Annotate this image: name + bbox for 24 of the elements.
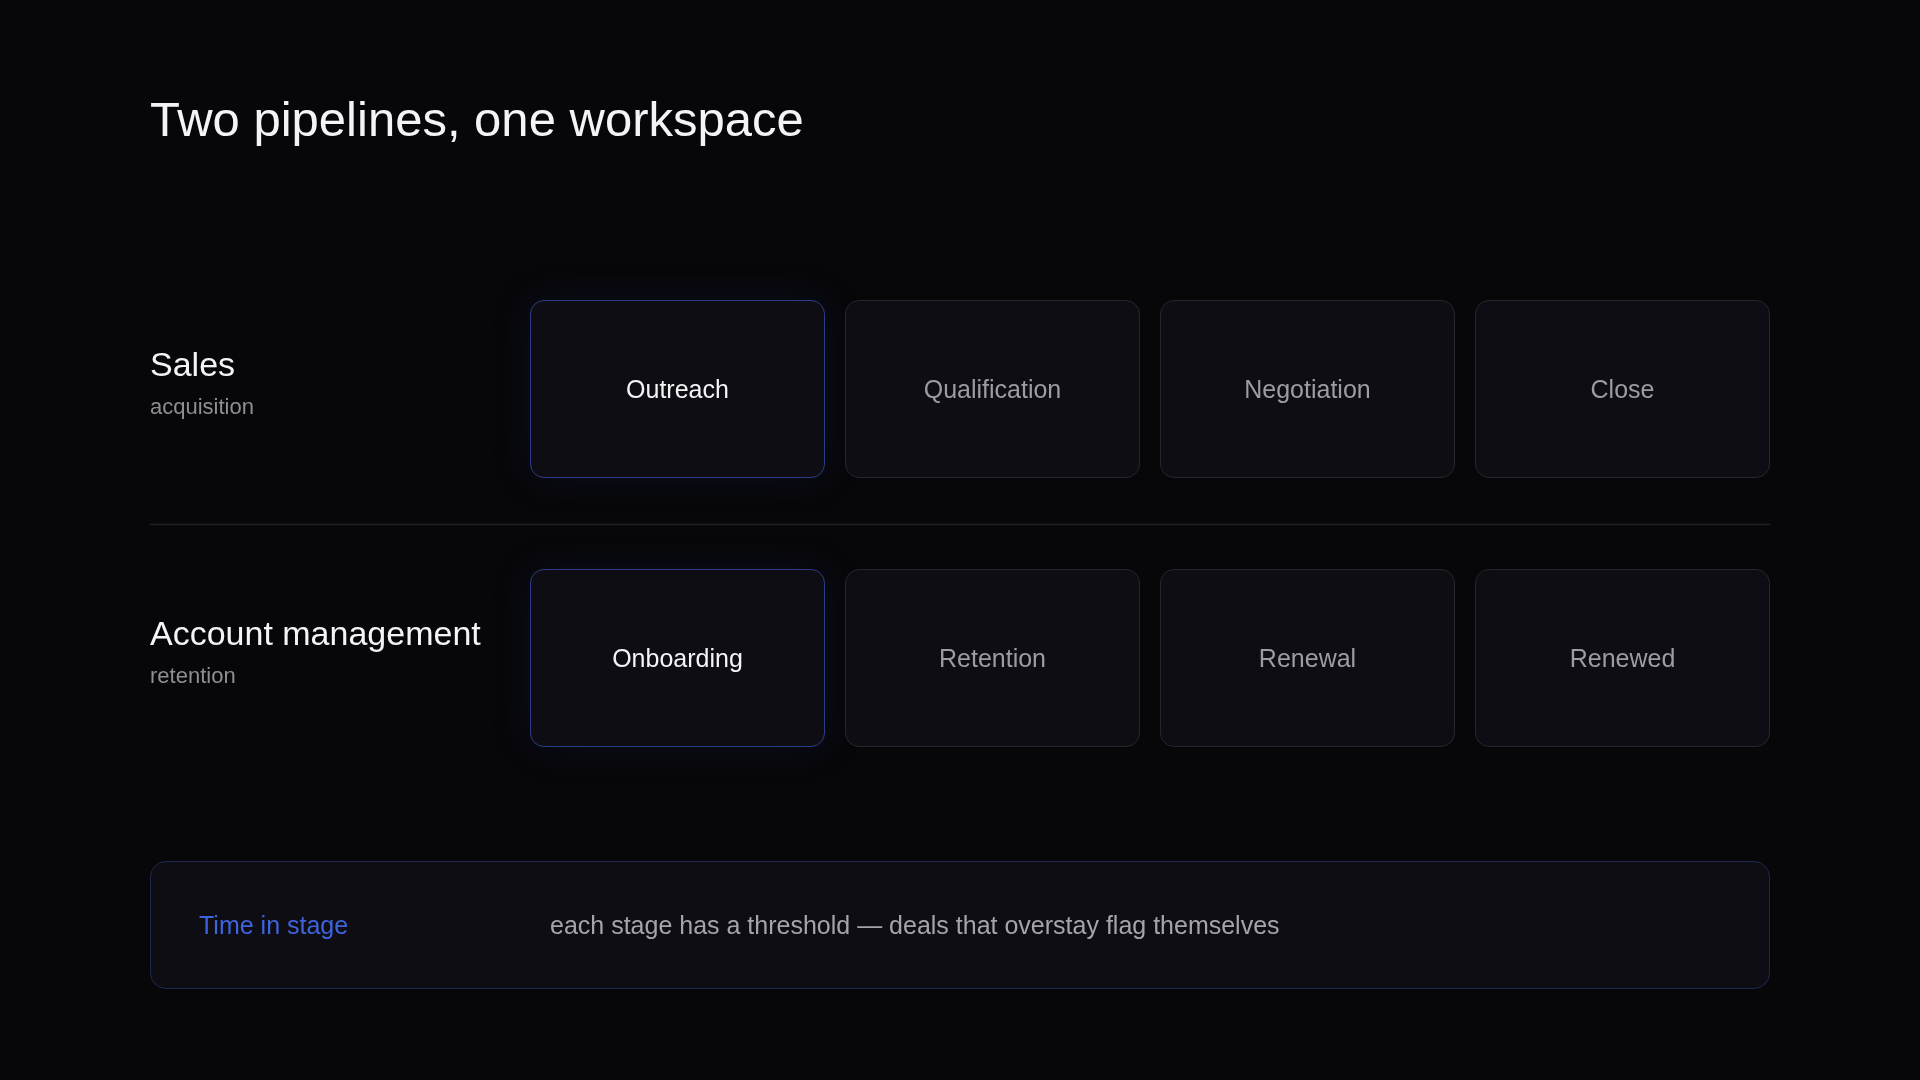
- panel-description: each stage has a threshold — deals that overstay flag themselves: [550, 910, 1280, 940]
- stage-card: [1475, 569, 1770, 747]
- stage-name: Retention: [939, 643, 1046, 673]
- info-panel: [150, 861, 1770, 989]
- title: Two pipelines, one workspace: [150, 91, 804, 148]
- stage-name: Renewal: [1258, 643, 1357, 673]
- stage-name: Qualification: [923, 374, 1062, 404]
- stage-name: Close: [1590, 374, 1655, 404]
- stage-name: Outreach: [626, 374, 729, 404]
- stage-card: [1160, 569, 1455, 747]
- stage-card: [845, 569, 1140, 747]
- stage-name: Onboarding: [612, 643, 743, 673]
- panel-heading: Time in stage: [199, 910, 349, 940]
- pipeline-subtitle: acquisition: [150, 394, 254, 421]
- stage-card: [845, 300, 1140, 478]
- stage-card: [1475, 300, 1770, 478]
- stage-name: Renewed: [1569, 643, 1676, 673]
- stage-card: [1160, 300, 1455, 478]
- stage-card: [530, 569, 825, 747]
- stage-card: [530, 300, 825, 478]
- stage-name: Negotiation: [1244, 374, 1371, 404]
- pipeline-heading: Sales: [150, 344, 236, 385]
- pipeline-heading: Account management: [150, 613, 481, 654]
- pipeline-subtitle: retention: [150, 663, 236, 690]
